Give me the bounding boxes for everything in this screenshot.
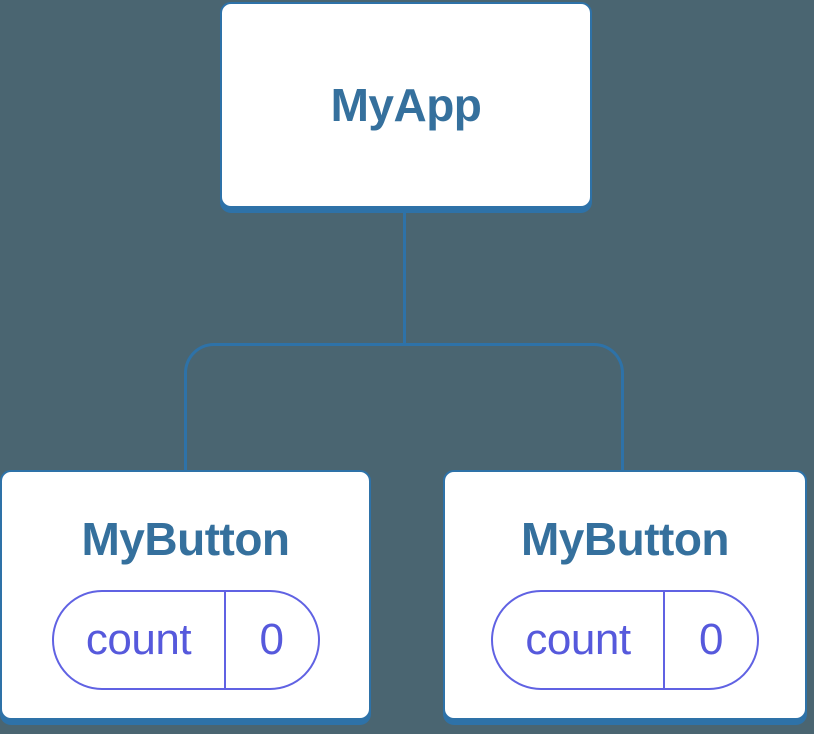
state-value: 0 — [699, 614, 723, 664]
state-pill: count 0 — [51, 589, 320, 690]
root-node-label: MyApp — [330, 78, 482, 131]
child-node-left: MyButton count 0 — [0, 470, 371, 720]
connector-bracket — [184, 343, 624, 470]
child-node-label: MyButton — [520, 513, 730, 565]
state-pill: count 0 — [491, 589, 759, 690]
state-value: 0 — [259, 614, 284, 664]
connector-stem — [403, 212, 406, 344]
child-node-right: MyButton count 0 — [443, 470, 807, 720]
child-node-label: MyButton — [81, 513, 290, 565]
state-key: count — [493, 591, 665, 688]
root-node: MyApp — [220, 2, 592, 208]
state-key: count — [54, 591, 226, 688]
